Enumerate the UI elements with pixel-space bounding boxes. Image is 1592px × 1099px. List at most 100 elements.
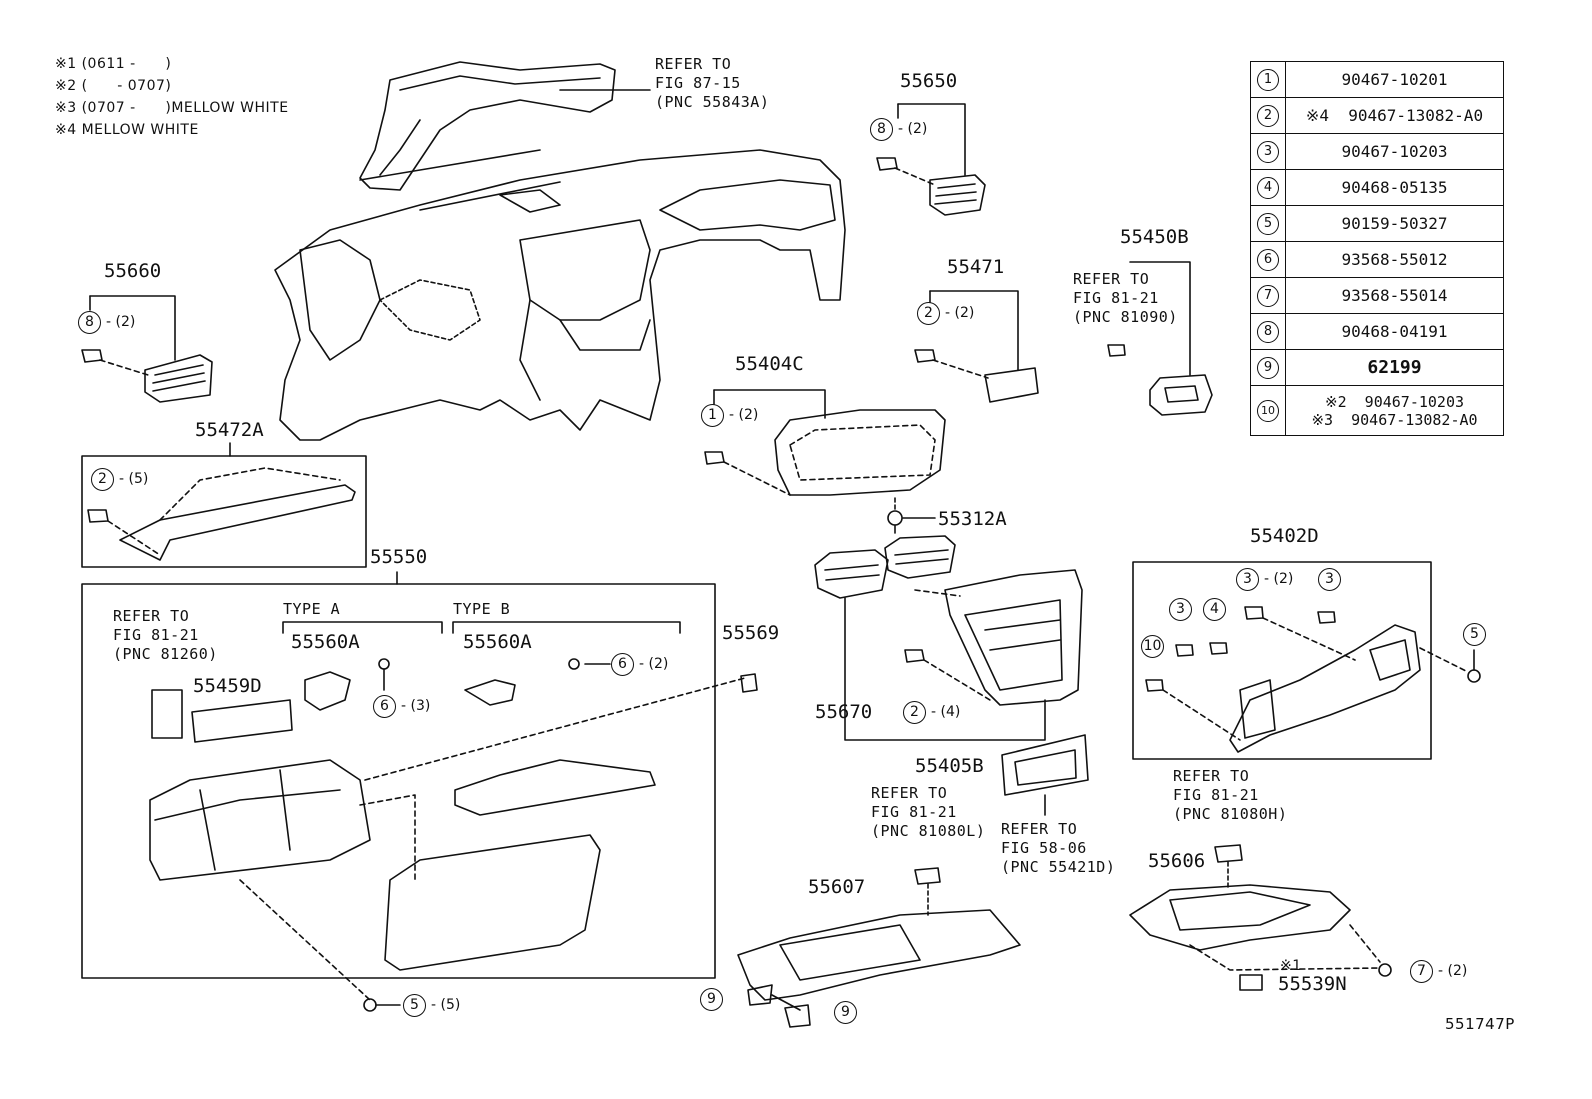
legend-part-number: 90467-10203	[1285, 133, 1504, 170]
part-55550[interactable]: 55550	[370, 546, 428, 568]
legend-part-number: ※4 90467-13082-A0	[1285, 97, 1504, 134]
center-panel-55405B	[904, 569, 1083, 706]
garnish-55472A	[87, 442, 356, 561]
ref-fig-81-21-81090[interactable]: REFER TO FIG 81-21 (PNC 81090)	[1073, 270, 1178, 326]
legend-row: 10 ※2 90467-10203※3 90467-13082-A0	[1250, 385, 1504, 436]
qty-55472A: - (5)	[119, 471, 149, 487]
legend-value: 90467-10201	[1341, 70, 1448, 89]
latch-55560A-a	[304, 658, 390, 711]
part-55312A[interactable]: 55312A	[938, 508, 1007, 530]
legend-number: 8	[1257, 321, 1279, 343]
type-b-label: TYPE B	[453, 600, 511, 618]
legend-number: 10	[1257, 400, 1279, 422]
part-55670[interactable]: 55670	[815, 701, 873, 723]
legend-value: 90468-05135	[1341, 178, 1448, 197]
legend-part-number: 90467-10201	[1285, 61, 1504, 98]
lower-cover-55606	[1129, 844, 1392, 991]
part-55472A[interactable]: 55472A	[195, 419, 264, 441]
ref-fig-58-06[interactable]: REFER TO FIG 58-06 (PNC 55421D)	[1001, 820, 1116, 876]
legend-number: 2	[1257, 105, 1279, 127]
callout-2-55405B[interactable]: 2	[903, 701, 926, 724]
part-55606[interactable]: 55606	[1148, 850, 1206, 872]
qty-type-a: - (3)	[401, 698, 431, 714]
switch-55459D	[151, 689, 293, 743]
legend-number: 9	[1257, 357, 1279, 379]
part-55404C[interactable]: 55404C	[735, 353, 804, 375]
qty-55650: - (2)	[898, 121, 928, 137]
legend-number: 4	[1257, 177, 1279, 199]
part-55539N[interactable]: 55539N	[1278, 973, 1347, 995]
screw-5-bottom	[363, 998, 401, 1012]
callout-9-b[interactable]: 9	[834, 1001, 857, 1024]
figure-id: 551747P	[1445, 1015, 1515, 1033]
qty-55660: - (2)	[106, 314, 136, 330]
note-4: ※4 MELLOW WHITE	[55, 122, 199, 138]
callout-3-c[interactable]: 3	[1169, 598, 1192, 621]
instrument-panel	[274, 149, 846, 441]
legend-part-number: 62199	[1285, 349, 1504, 386]
part-55402D[interactable]: 55402D	[1250, 525, 1319, 547]
legend-row: 9 62199	[1250, 349, 1504, 386]
callout-6-type-a[interactable]: 6	[373, 695, 396, 718]
legend-value-2: ※3 90467-13082-A0	[1311, 410, 1478, 429]
qty-55404C: - (2)	[729, 407, 759, 423]
cluster-hood-55404C	[704, 389, 946, 496]
part-55471[interactable]: 55471	[947, 256, 1005, 278]
part-55560A-type-b[interactable]: 55560A	[463, 631, 532, 653]
legend-number: 1	[1257, 69, 1279, 91]
ref-fig-81-21-81080H[interactable]: REFER TO FIG 81-21 (PNC 81080H)	[1173, 767, 1288, 823]
part-55569[interactable]: 55569	[722, 622, 780, 644]
legend-number: 6	[1257, 249, 1279, 271]
qty-callout-7: - (2)	[1438, 963, 1468, 979]
note-1: ※1 (0611 - )	[55, 56, 172, 72]
callout-9-a[interactable]: 9	[700, 988, 723, 1011]
latch-55560A-b	[464, 658, 611, 706]
box-55550	[81, 583, 716, 979]
callout-5-bottom[interactable]: 5	[403, 994, 426, 1017]
legend-value: 93568-55012	[1341, 250, 1448, 269]
callout-8-55650[interactable]: 8	[870, 118, 893, 141]
screw-55312A	[887, 497, 936, 534]
callout-3-a[interactable]: 3	[1236, 568, 1259, 591]
vent-55660	[81, 295, 213, 403]
part-55405B[interactable]: 55405B	[915, 755, 984, 777]
callout-1-55404C[interactable]: 1	[701, 404, 724, 427]
callout-6-type-b[interactable]: 6	[611, 653, 634, 676]
legend-number: 5	[1257, 213, 1279, 235]
callout-2-55472A[interactable]: 2	[91, 468, 114, 491]
callout-2-55471[interactable]: 2	[917, 302, 940, 325]
part-55560A-type-a[interactable]: 55560A	[291, 631, 360, 653]
callout-3-b[interactable]: 3	[1318, 568, 1341, 591]
legend-value: ※2 90467-10203	[1325, 392, 1464, 411]
legend-row: 1 90467-10201	[1250, 61, 1504, 98]
ref-fig-87-15[interactable]: REFER TO FIG 87-15 (PNC 55843A)	[655, 55, 770, 111]
lower-panel-55402D	[1145, 606, 1481, 753]
callout-8-55660[interactable]: 8	[78, 311, 101, 334]
legend-row: 2 ※4 90467-13082-A0	[1250, 97, 1504, 134]
callout-5-55402D[interactable]: 5	[1463, 623, 1486, 646]
callout-10[interactable]: 10	[1141, 635, 1164, 658]
type-a-label: TYPE A	[283, 600, 341, 618]
box-55402D	[1132, 561, 1432, 760]
ref-fig-81-21-81260[interactable]: REFER TO FIG 81-21 (PNC 81260)	[113, 607, 218, 663]
legend-part-number: 90468-04191	[1285, 313, 1504, 350]
legend-part-number: 93568-55014	[1285, 277, 1504, 314]
legend-part-number: 90468-05135	[1285, 169, 1504, 206]
vent-55650	[876, 103, 986, 216]
ref-fig-81-21-81080L[interactable]: REFER TO FIG 81-21 (PNC 81080L)	[871, 784, 986, 840]
part-55660[interactable]: 55660	[104, 260, 162, 282]
callout-4[interactable]: 4	[1203, 598, 1226, 621]
legend-value: 93568-55014	[1341, 286, 1448, 305]
panel-55421D	[1001, 734, 1089, 816]
note-2: ※2 ( - 0707)	[55, 78, 172, 94]
part-55607[interactable]: 55607	[808, 876, 866, 898]
part-55459D[interactable]: 55459D	[193, 675, 262, 697]
part-55450B[interactable]: 55450B	[1120, 226, 1189, 248]
part-55650[interactable]: 55650	[900, 70, 958, 92]
callout-7[interactable]: 7	[1410, 960, 1433, 983]
qty-55471: - (2)	[945, 305, 975, 321]
